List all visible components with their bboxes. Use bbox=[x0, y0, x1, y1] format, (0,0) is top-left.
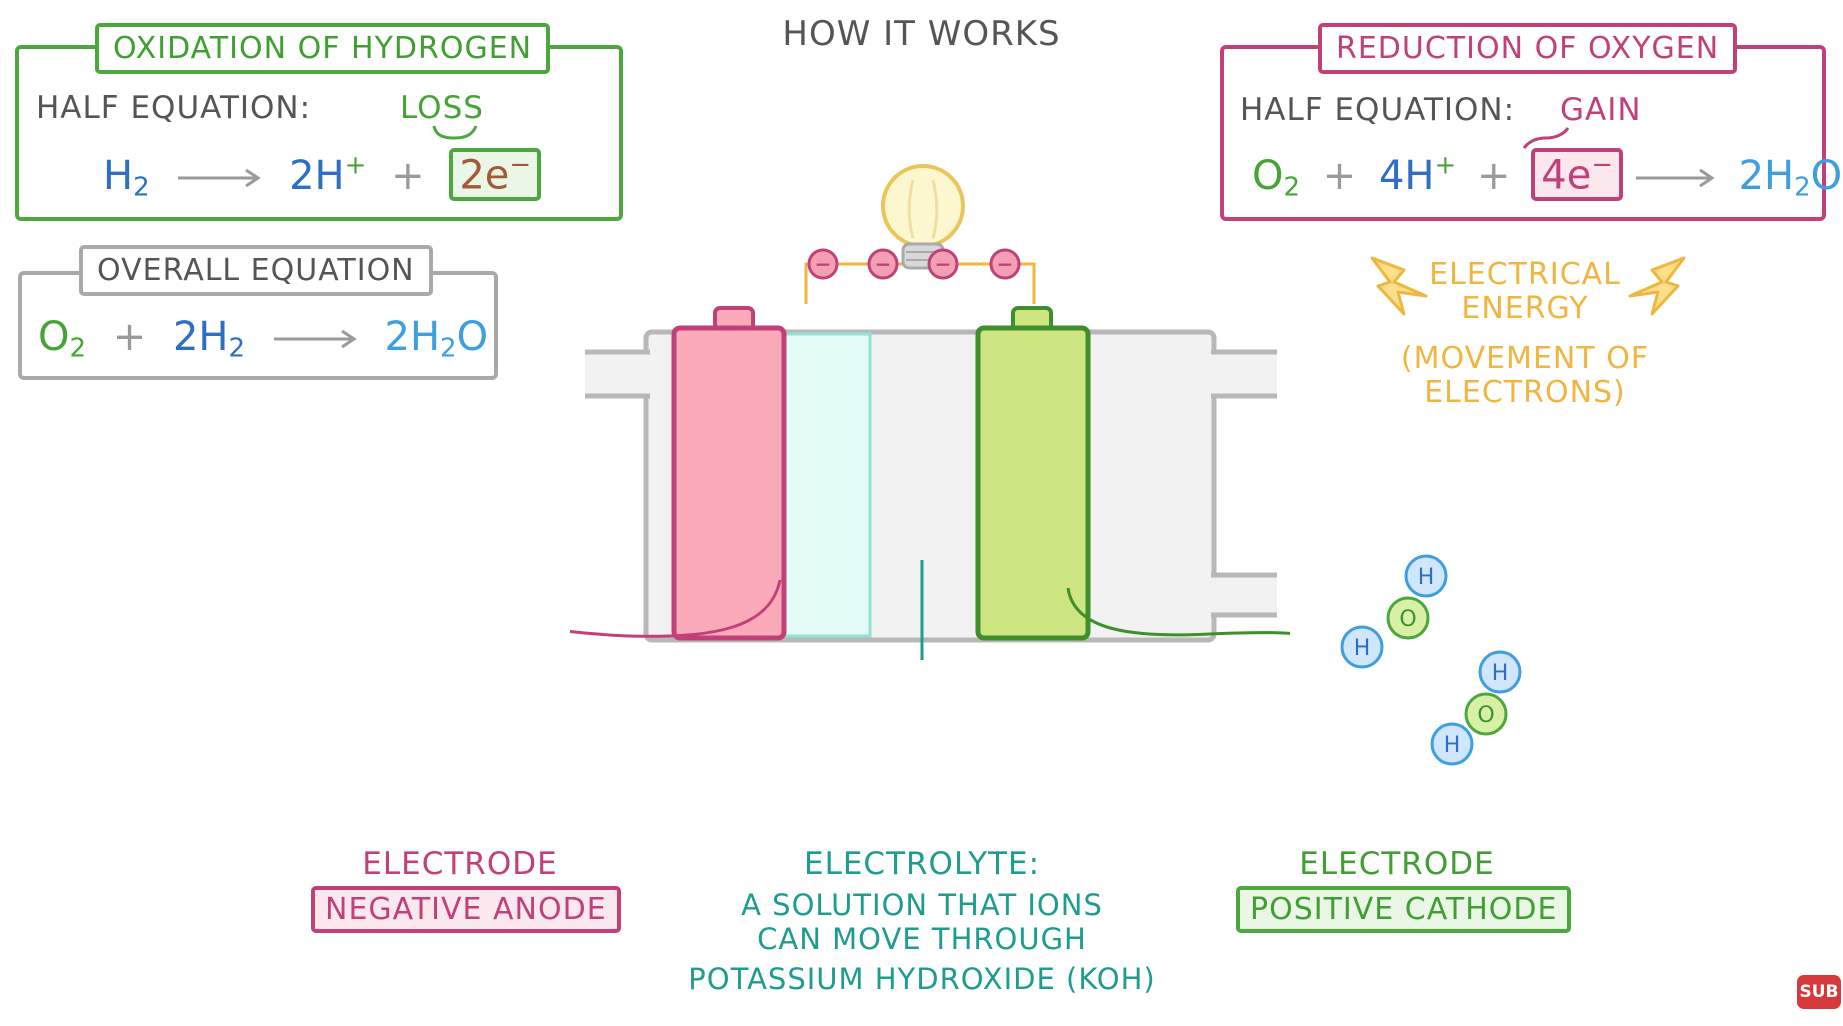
svg-text:−: − bbox=[815, 252, 832, 276]
anode-leader-line bbox=[570, 579, 782, 638]
cathode-leader-line bbox=[1066, 587, 1290, 637]
light-bulb-icon bbox=[881, 164, 965, 270]
plus-sign: + bbox=[1477, 152, 1511, 199]
subscribe-badge[interactable]: SUB bbox=[1797, 975, 1841, 1009]
arrow-icon bbox=[1635, 168, 1715, 187]
oxidation-half-equation-label: HALF EQUATION: bbox=[36, 90, 312, 126]
svg-text:−: − bbox=[875, 252, 892, 276]
oxidation-equation: H2 2H+ + 2e− bbox=[103, 148, 542, 203]
electrolyte-title: ELECTROLYTE: bbox=[803, 846, 1041, 882]
electron-movement-note: (MOVEMENT OF ELECTRONS) bbox=[1380, 342, 1670, 410]
oxidation-reactant: H2 bbox=[103, 152, 150, 203]
negative-anode-tag: NEGATIVE ANODE bbox=[311, 886, 621, 933]
cathode-electrode bbox=[975, 306, 1091, 641]
loss-bracket bbox=[432, 125, 478, 140]
arrow-icon bbox=[273, 329, 357, 349]
oxidation-loss-note: LOSS bbox=[400, 90, 484, 126]
electrolyte-description-line: CAN MOVE THROUGH bbox=[757, 922, 1087, 956]
svg-text:−: − bbox=[997, 252, 1014, 276]
svg-text:O: O bbox=[1399, 607, 1416, 632]
svg-text:−: − bbox=[935, 252, 952, 276]
overall-hydrogen: 2H2 bbox=[172, 314, 246, 364]
lightning-bolt-icon bbox=[1370, 256, 1428, 316]
electron-icon: − bbox=[927, 248, 959, 280]
electrolyte-description-line: A SOLUTION THAT IONS bbox=[741, 888, 1103, 922]
reduction-hydrogen-ions: 4H+ bbox=[1378, 150, 1457, 199]
water-molecule: O H H bbox=[1340, 554, 1448, 669]
svg-text:H: H bbox=[1418, 565, 1435, 590]
electrical-energy-label: ELECTRICAL ENERGY bbox=[1420, 258, 1630, 326]
reduction-electrons: 4e− bbox=[1531, 148, 1624, 201]
reduction-heading: REDUCTION OF OXYGEN bbox=[1318, 23, 1738, 74]
water-molecules: O H H O H H bbox=[1340, 554, 1522, 766]
fuel-cell-diagram: − − − − bbox=[570, 164, 1290, 660]
plus-sign: + bbox=[112, 314, 147, 360]
oxidation-product: 2H+ bbox=[289, 150, 367, 199]
overall-oxygen: O2 bbox=[38, 314, 87, 364]
energy-line: ELECTRONS) bbox=[1424, 375, 1626, 410]
svg-text:H: H bbox=[1492, 661, 1509, 686]
cathode-title: ELECTRODE bbox=[1299, 846, 1495, 882]
overall-equation: O2 + 2H2 2H2O bbox=[38, 314, 488, 364]
reduction-panel bbox=[1220, 45, 1826, 221]
reduction-half-equation-label: HALF EQUATION: bbox=[1240, 92, 1516, 128]
anode-title: ELECTRODE bbox=[362, 846, 558, 882]
electron-icon: − bbox=[867, 248, 899, 280]
electrolyte-caption: ELECTROLYTE: A SOLUTION THAT IONS CAN MO… bbox=[622, 846, 1222, 996]
energy-line: ENERGY bbox=[1461, 291, 1589, 326]
electron-icon: − bbox=[807, 248, 839, 280]
svg-text:O: O bbox=[1477, 703, 1494, 728]
anode-electrode bbox=[671, 306, 787, 641]
plus-sign: + bbox=[1322, 152, 1357, 199]
oxidation-electrons: 2e− bbox=[449, 148, 542, 201]
electron-icon: − bbox=[989, 248, 1021, 280]
arrow-icon bbox=[178, 168, 262, 187]
page-title: HOW IT WORKS bbox=[782, 14, 1061, 54]
energy-line: (MOVEMENT OF bbox=[1400, 341, 1650, 376]
plus-sign: + bbox=[391, 152, 425, 199]
water-molecule: O H H bbox=[1430, 650, 1522, 766]
lightning-bolt-icon bbox=[1628, 256, 1686, 316]
electrolyte-example: POTASSIUM HYDROXIDE (KOH) bbox=[688, 962, 1156, 996]
reduction-gain-note: GAIN bbox=[1560, 92, 1642, 128]
energy-line: ELECTRICAL bbox=[1429, 257, 1621, 292]
anode-caption: ELECTRODE bbox=[300, 846, 620, 882]
oxidation-heading: OXIDATION OF HYDROGEN bbox=[95, 23, 551, 74]
reduction-equation: O2 + 4H+ + 4e− 2H2O bbox=[1252, 148, 1842, 202]
reduction-water: 2H2O bbox=[1738, 152, 1843, 203]
cathode-caption: ELECTRODE bbox=[1237, 846, 1557, 882]
positive-cathode-tag: POSITIVE CATHODE bbox=[1236, 886, 1572, 933]
gain-bracket bbox=[1522, 127, 1570, 149]
overall-water: 2H2O bbox=[384, 314, 489, 364]
svg-text:H: H bbox=[1444, 733, 1461, 758]
svg-text:H: H bbox=[1354, 636, 1371, 661]
reduction-oxygen: O2 bbox=[1252, 152, 1301, 203]
overall-heading: OVERALL EQUATION bbox=[79, 245, 433, 296]
